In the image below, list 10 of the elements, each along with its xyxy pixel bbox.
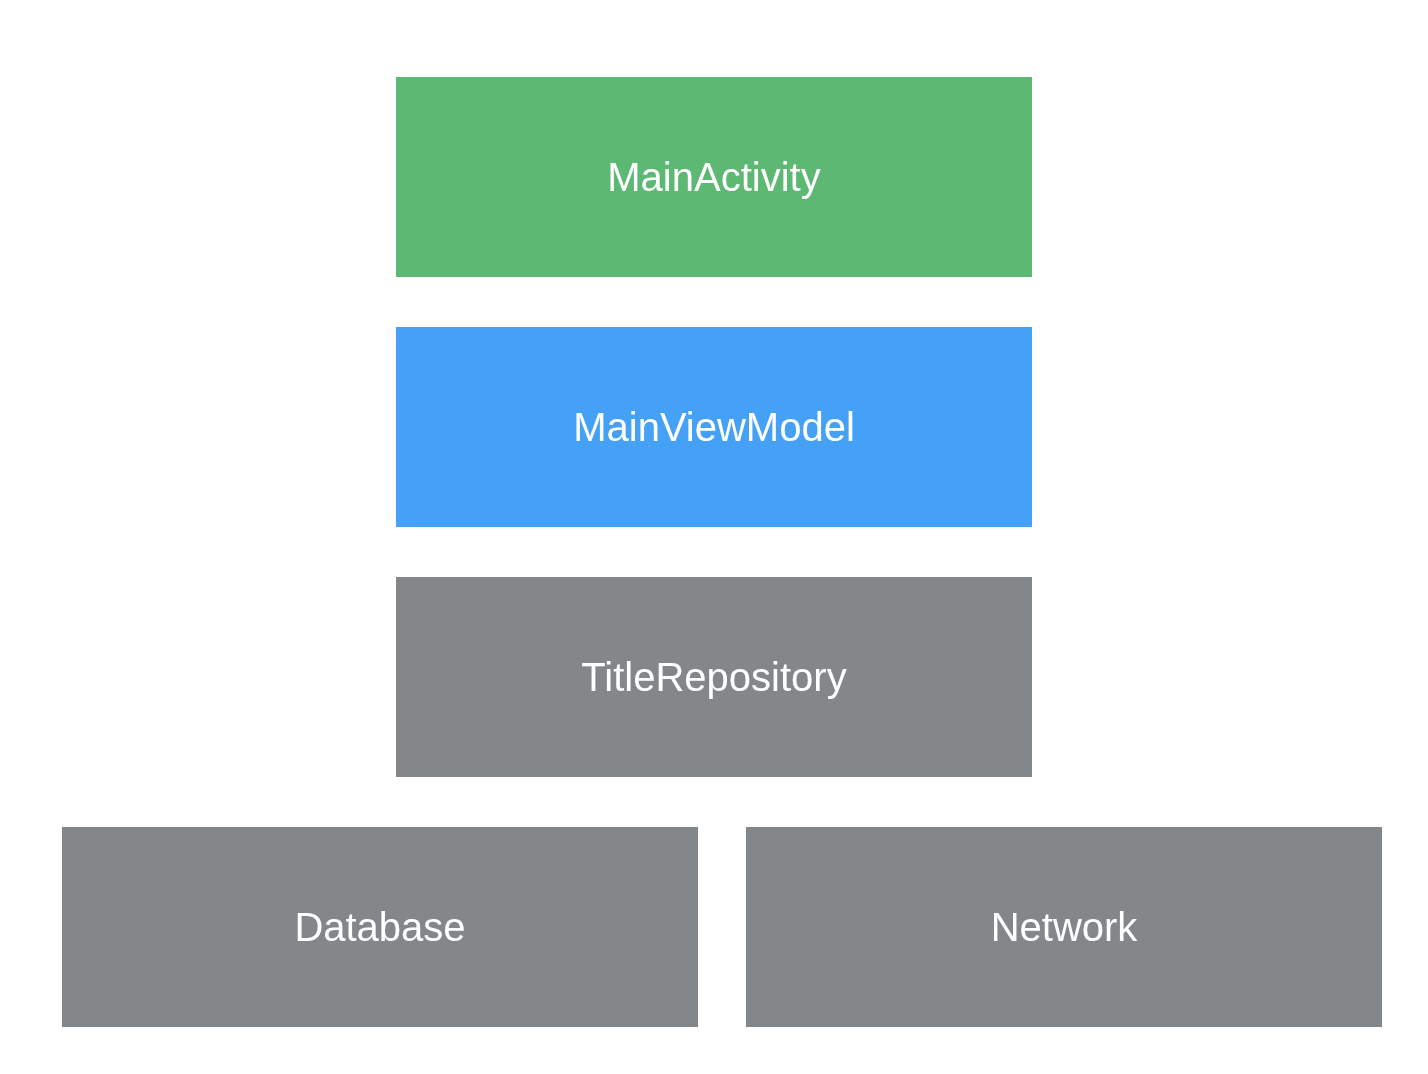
database-box — [62, 827, 698, 1027]
network-box — [746, 827, 1382, 1027]
layer-label: TitleRepository — [581, 654, 847, 701]
layer-label: MainViewModel — [573, 404, 855, 451]
layer-label: Database — [294, 904, 466, 951]
repository-box — [396, 577, 1032, 777]
activity-box — [396, 77, 1032, 277]
viewmodel-box — [396, 327, 1032, 527]
layer-label: MainActivity — [607, 154, 821, 201]
layer-label: Network — [990, 904, 1138, 951]
